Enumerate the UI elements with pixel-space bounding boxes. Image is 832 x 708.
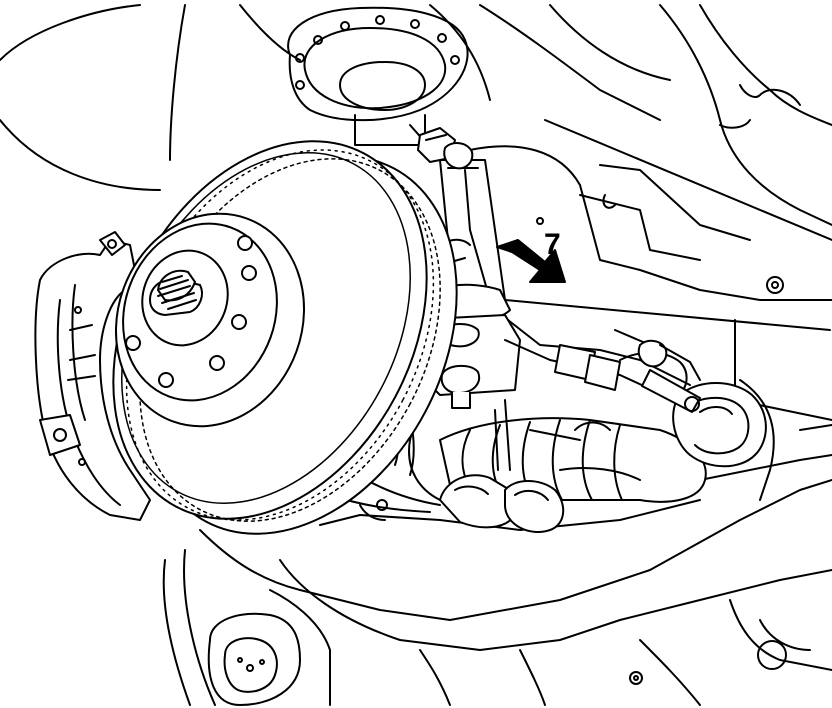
callout-7-label: 7 bbox=[544, 228, 561, 261]
wheel-hub bbox=[114, 212, 306, 428]
upper-drive-flange bbox=[287, 6, 469, 161]
lower-driveshaft bbox=[162, 549, 331, 706]
brake-caliper bbox=[34, 231, 151, 521]
upper-link-bolt bbox=[417, 127, 474, 170]
callout-7: 7 bbox=[496, 217, 566, 283]
body-panels bbox=[239, 4, 832, 421]
mudguard bbox=[0, 4, 186, 191]
subframe bbox=[199, 379, 832, 706]
callout-7-dot bbox=[536, 217, 544, 225]
axle-stub bbox=[149, 270, 203, 316]
